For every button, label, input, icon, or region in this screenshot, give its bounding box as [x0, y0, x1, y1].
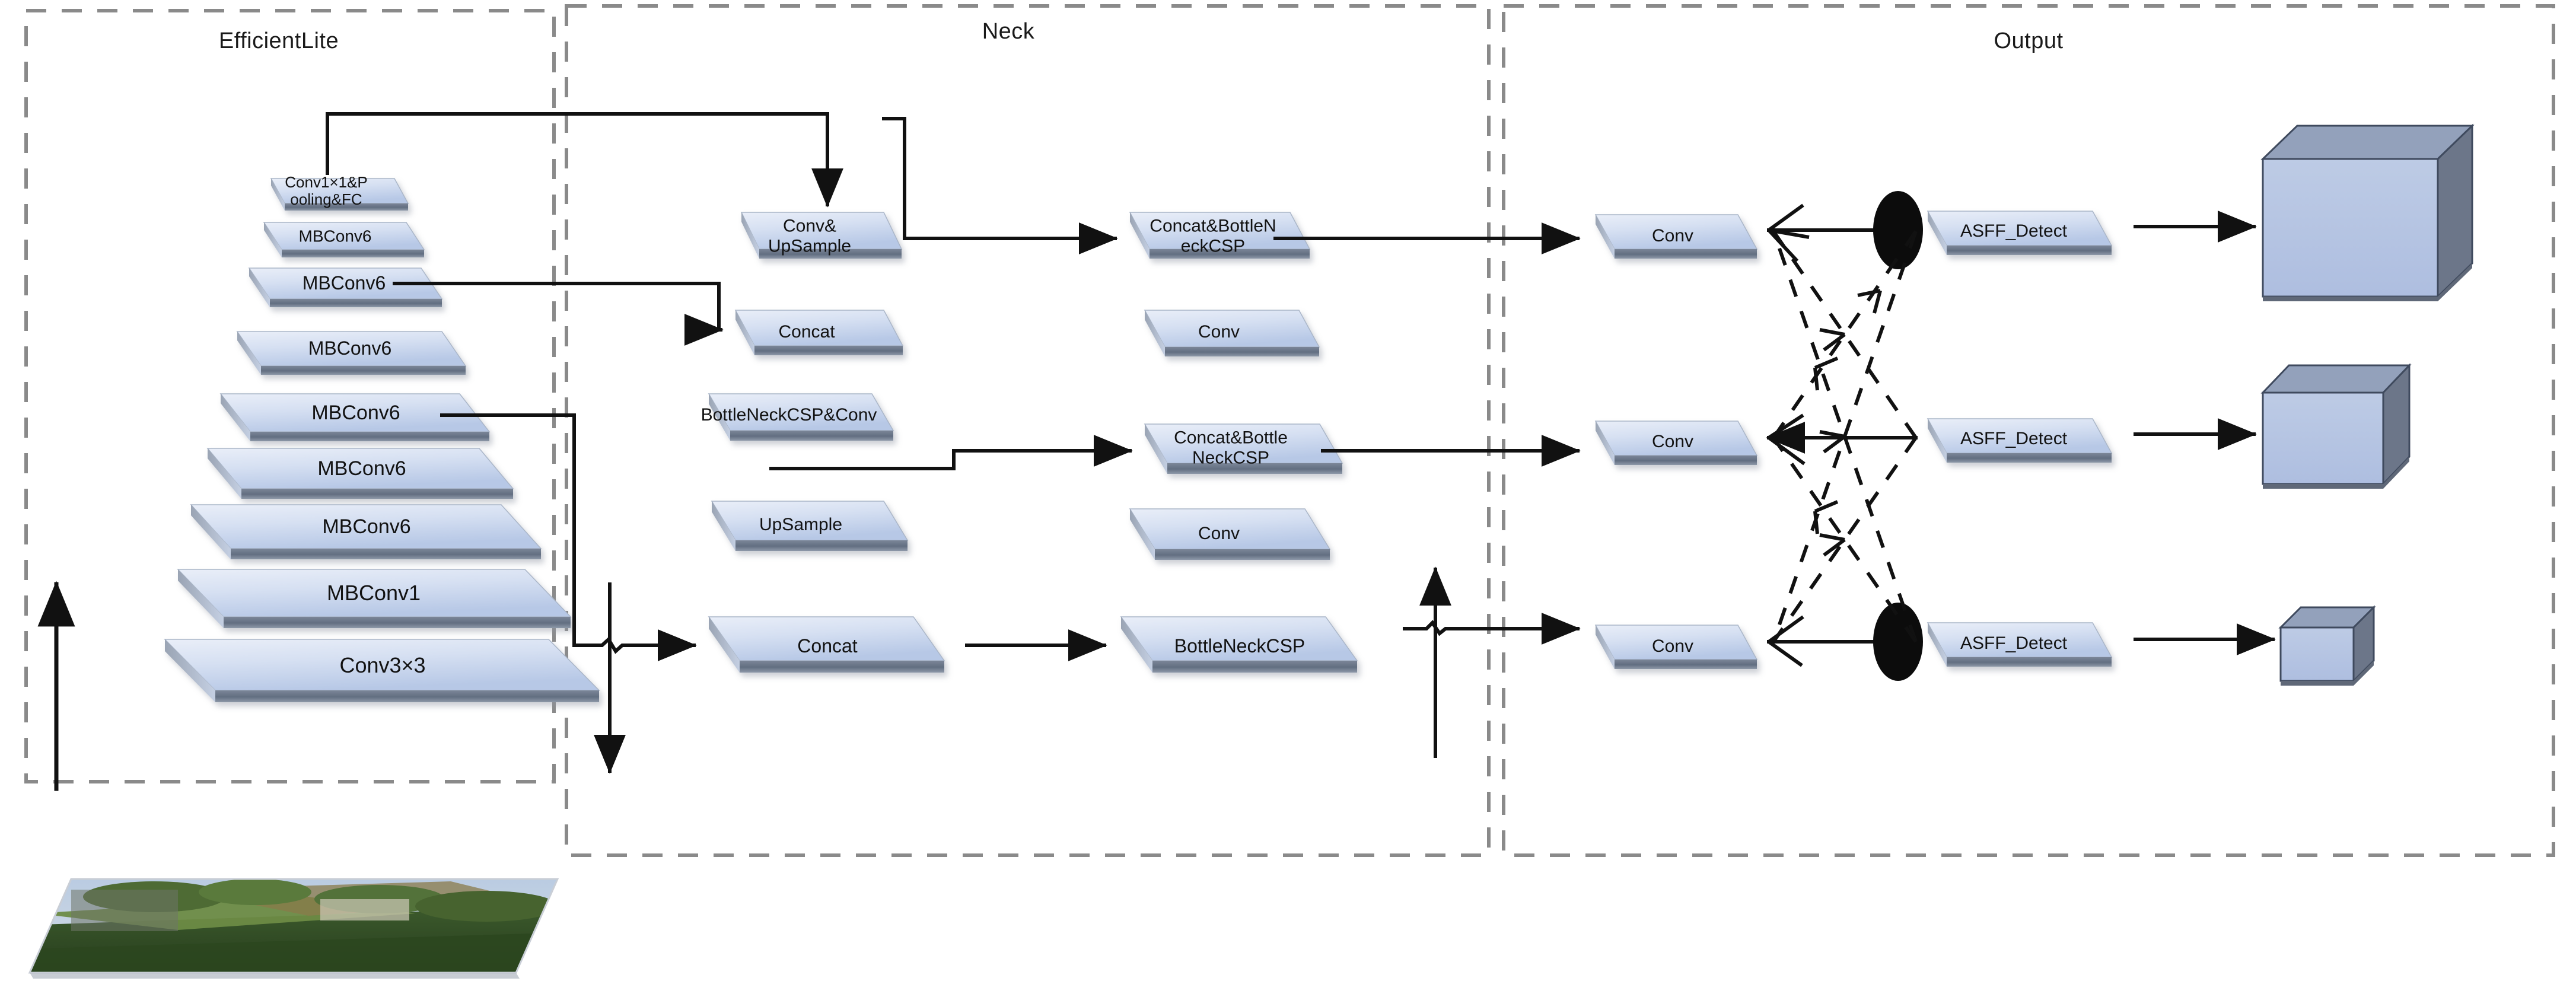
- connector-top-to-concat: [882, 117, 1118, 254]
- asff-link: [1772, 230, 1918, 439]
- panel-frames: [24, 4, 2555, 857]
- connector-top-route: [326, 112, 829, 175]
- input-image-thumbnail: [28, 878, 559, 979]
- neck-block-group: [708, 212, 1358, 673]
- backbone-block: [248, 267, 443, 307]
- asff-cross-links: [1772, 230, 1918, 643]
- neck-block: [1144, 423, 1343, 474]
- backbone-block: [177, 569, 572, 628]
- backbone-block: [270, 178, 409, 211]
- neck-block: [734, 310, 904, 355]
- asff-link: [1772, 231, 1918, 642]
- neck-block: [1120, 616, 1358, 673]
- connector-mbconv5-to-concat: [572, 629, 697, 661]
- backbone-block: [164, 639, 600, 702]
- neck-block: [740, 212, 903, 259]
- backbone-block: [236, 331, 467, 375]
- panel-title-neck: Neck: [982, 19, 1035, 44]
- connector-bnc-to-conv-low: [1403, 613, 1581, 645]
- asff-link: [1772, 437, 1918, 643]
- output-conv-block: [1594, 625, 1758, 669]
- asff-link: [1772, 437, 1918, 643]
- output-cube-small: [2278, 605, 2376, 686]
- output-cube-large: [2260, 123, 2475, 301]
- panel-title-backbone: EfficientLite: [218, 28, 339, 53]
- output-cube-medium: [2260, 363, 2412, 489]
- neck-block: [1144, 310, 1320, 356]
- panel-frame-backbone: [24, 9, 556, 783]
- connector-mbconv5-down: [440, 413, 576, 647]
- output-conv-block: [1594, 421, 1758, 465]
- asff-link: [1772, 231, 1918, 642]
- asff-link: [1772, 230, 1918, 439]
- connector-group: [37, 112, 2276, 791]
- detect-block: [1927, 622, 2113, 667]
- detect-block: [1927, 211, 2113, 255]
- backbone-block: [190, 504, 542, 559]
- neck-block: [708, 393, 894, 441]
- panel-title-output: Output: [1994, 28, 2064, 53]
- backbone-block: [206, 448, 514, 499]
- backbone-block: [263, 222, 425, 257]
- output-conv-block: [1594, 214, 1758, 259]
- panel-frame-neck: [565, 4, 1491, 857]
- neck-block: [711, 501, 909, 551]
- connector-mbconv3-concat: [393, 282, 724, 346]
- output-cube-group: [2260, 123, 2475, 686]
- neck-block: [1129, 508, 1331, 560]
- detect-block: [1927, 418, 2113, 463]
- asff-mid-arrowheads: [1813, 289, 1882, 557]
- output-block-group: [1594, 211, 2113, 669]
- connector-bncconv-midconcat: [769, 435, 1133, 470]
- backbone-block: [219, 393, 491, 441]
- neck-block: [1129, 212, 1311, 259]
- panel-frame-output: [1502, 4, 2555, 857]
- neck-block: [708, 616, 945, 673]
- backbone-block-group: [164, 178, 600, 702]
